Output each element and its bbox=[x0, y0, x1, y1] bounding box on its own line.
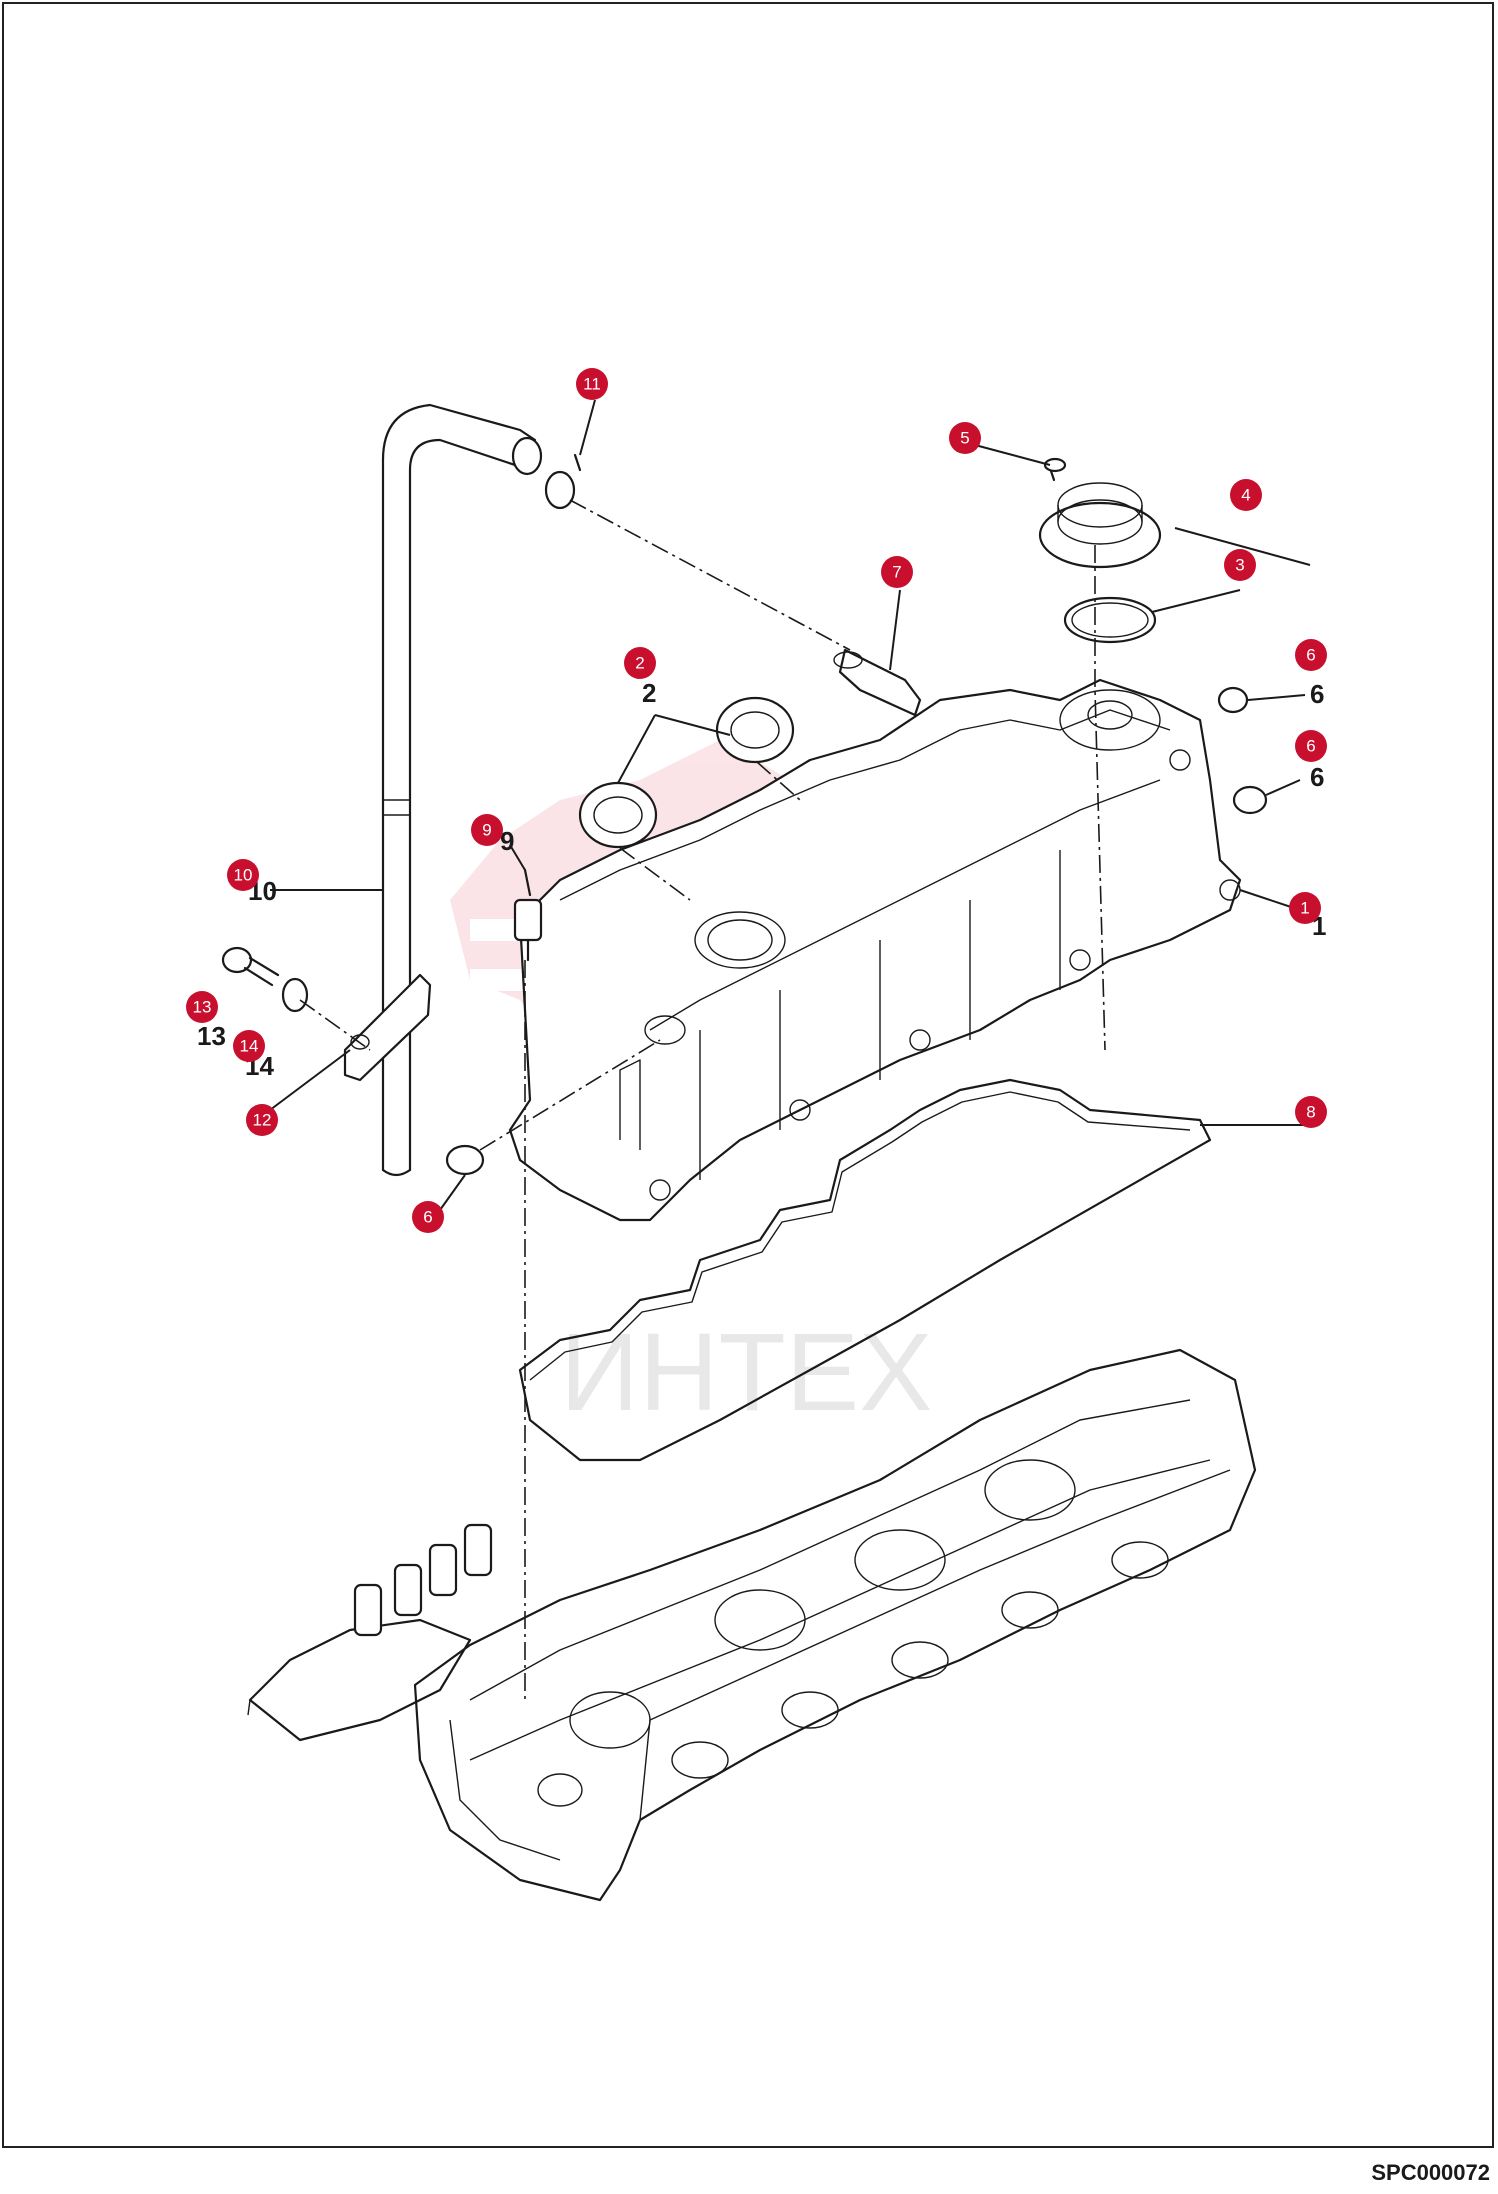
pipe bbox=[833, 648, 922, 717]
grommet-top bbox=[1217, 686, 1249, 714]
callout-5: 5 bbox=[949, 422, 981, 454]
part-number-13: 13 bbox=[197, 1021, 226, 1051]
sensor bbox=[513, 868, 543, 962]
breather-hose bbox=[381, 403, 543, 1177]
svg-text:7: 7 bbox=[892, 563, 901, 582]
callout-13: 13 bbox=[186, 991, 218, 1023]
part-number-2: 2 bbox=[642, 678, 656, 708]
o-ring bbox=[1063, 596, 1157, 644]
svg-text:11: 11 bbox=[583, 375, 601, 394]
svg-text:2: 2 bbox=[635, 654, 644, 673]
bolt bbox=[221, 946, 280, 987]
washer bbox=[281, 977, 309, 1013]
callout-9: 9 bbox=[471, 814, 503, 846]
hose-clamp bbox=[544, 453, 582, 510]
callout-6-top: 6 bbox=[1295, 639, 1327, 671]
watermark-text: ИНТЕХ bbox=[560, 1311, 932, 1434]
bracket bbox=[343, 973, 432, 1082]
cylinder-head bbox=[247, 1348, 1257, 1902]
callout-3: 3 bbox=[1224, 549, 1256, 581]
callout-1: 1 bbox=[1289, 892, 1321, 924]
document-code: SPC000072 bbox=[1371, 2160, 1490, 2185]
rocker-cover bbox=[508, 678, 1242, 1222]
svg-text:5: 5 bbox=[960, 429, 969, 448]
svg-text:8: 8 bbox=[1306, 1103, 1315, 1122]
oil-seal-right bbox=[715, 696, 795, 764]
part-number-6a: 6 bbox=[1310, 679, 1324, 709]
svg-text:4: 4 bbox=[1241, 486, 1250, 505]
svg-text:9: 9 bbox=[482, 821, 491, 840]
callout-2-left: 2 bbox=[624, 647, 656, 679]
drawing-frame bbox=[2, 2, 1494, 2148]
svg-text:13: 13 bbox=[193, 998, 212, 1017]
callout-4: 4 bbox=[1230, 479, 1262, 511]
svg-text:1: 1 bbox=[1300, 899, 1309, 918]
filler-cap bbox=[1038, 482, 1162, 569]
callout-6-mid: 6 bbox=[1295, 730, 1327, 762]
oil-seal-left bbox=[578, 781, 658, 849]
callout-7: 7 bbox=[881, 556, 913, 588]
leader-lines bbox=[269, 399, 1311, 1211]
part-number-9: 9 bbox=[500, 826, 514, 856]
callout-8: 8 bbox=[1295, 1096, 1327, 1128]
grommet-left bbox=[445, 1144, 485, 1176]
callout-10: 10 bbox=[227, 859, 259, 891]
screw bbox=[1043, 457, 1067, 482]
svg-text:3: 3 bbox=[1235, 556, 1244, 575]
svg-text:6: 6 bbox=[1306, 646, 1315, 665]
gasket bbox=[518, 1078, 1212, 1462]
svg-text:6: 6 bbox=[1306, 737, 1315, 756]
callout-12: 12 bbox=[246, 1104, 278, 1136]
svg-text:10: 10 bbox=[234, 866, 253, 885]
svg-text:12: 12 bbox=[253, 1111, 272, 1130]
alignment-lines bbox=[299, 499, 1106, 1700]
svg-text:6: 6 bbox=[423, 1208, 432, 1227]
grommet-mid bbox=[1232, 785, 1268, 815]
callout-11: 11 bbox=[576, 368, 608, 400]
callout-6-left: 6 bbox=[412, 1201, 444, 1233]
svg-text:14: 14 bbox=[240, 1037, 259, 1056]
callout-14: 14 bbox=[233, 1030, 265, 1062]
part-number-6b: 6 bbox=[1310, 762, 1324, 792]
